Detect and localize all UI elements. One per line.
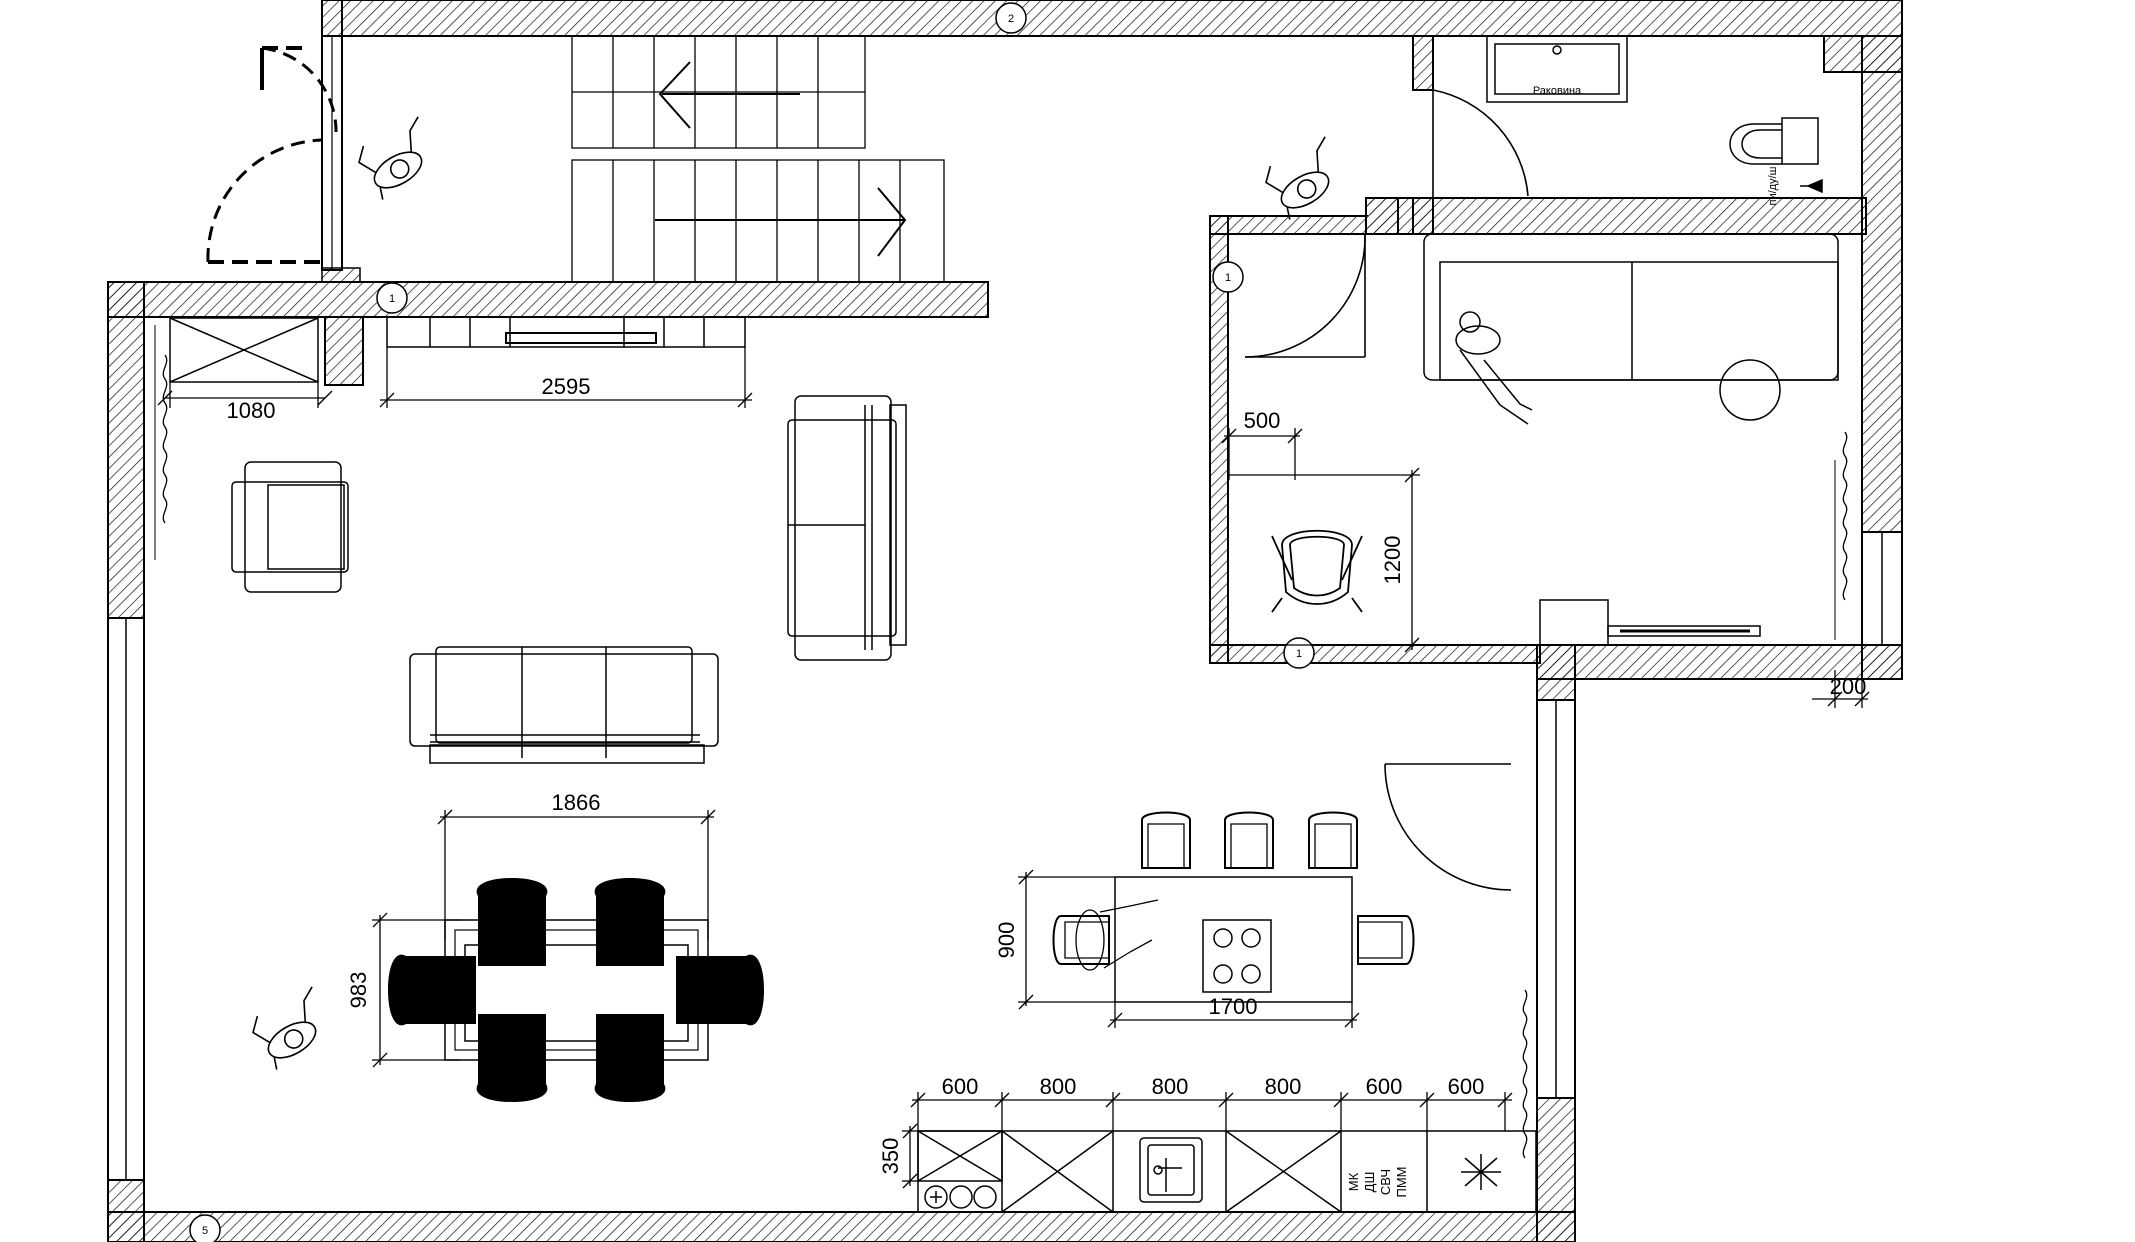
curtain-right-living: [1522, 989, 1528, 1159]
staircase: [571, 35, 945, 283]
dimension-table-depth-label: 983: [346, 972, 371, 1009]
dimension-island-depth-label: 900: [994, 922, 1019, 959]
bidet-shower-icon: [1800, 178, 1823, 194]
person-island-icon: [1075, 899, 1159, 971]
person-icon: [246, 984, 340, 1072]
curtain-left: [154, 325, 168, 560]
dimension-window-left-label: 1080: [227, 398, 276, 423]
dimension-kitchen-2-label: 800: [1040, 1074, 1077, 1099]
toilet: [1729, 117, 1819, 165]
bar-stool: [1141, 811, 1191, 869]
dimension-island-width: [1107, 1002, 1360, 1028]
sofa-horizontal: [409, 646, 719, 764]
dimension-kitchen-6-label: 600: [1448, 1074, 1485, 1099]
bed: [1423, 233, 1839, 421]
bedroom-furniture: [1539, 599, 1761, 646]
axis-mark-a: 1: [389, 293, 395, 305]
dimension-tv-wall-label: 2595: [542, 374, 591, 399]
dimension-kitchen-4-label: 800: [1265, 1074, 1302, 1099]
dimension-bath-depth-label: 1200: [1380, 536, 1405, 585]
person-icon: [352, 114, 446, 202]
dimension-island-width-label: 1700: [1209, 994, 1258, 1019]
bar-stool: [1357, 915, 1415, 965]
entry-door: [206, 35, 361, 283]
shower-tray-label: пи/ду/ш: [1767, 166, 1779, 205]
dimension-kitchen-3-label: 800: [1152, 1074, 1189, 1099]
bar-stool: [1052, 915, 1110, 965]
dimension-table-width: [437, 809, 716, 940]
bar-stool: [1224, 811, 1274, 869]
dimension-window-right-label: 200: [1830, 674, 1867, 699]
dimension-kitchen-chain: [910, 1092, 1513, 1131]
dimension-bath-width-label: 500: [1244, 408, 1281, 433]
axis-mark-e: 1: [1296, 648, 1302, 660]
dimension-kitchen-depth-label: 350: [878, 1138, 903, 1175]
sofa-vertical: [787, 395, 907, 661]
sink-label: Раковина: [1533, 85, 1582, 97]
person-bed-icon: [1455, 311, 1533, 425]
bedroom-door: [1244, 233, 1366, 358]
dimension-bath: [1221, 428, 1420, 653]
appliance-label-pmm: ПММ: [1394, 1166, 1409, 1197]
dimension-table-width-label: 1866: [552, 790, 601, 815]
bathroom-door: [1432, 89, 1529, 198]
dimension-kitchen-depth: [902, 1123, 918, 1189]
appliance-label-svch: СВЧ: [1378, 1169, 1393, 1195]
dining-table: [388, 878, 764, 1102]
dimension-tv-wall: [379, 347, 753, 408]
axis-marks: 2 1 1 1 5: [189, 2, 1315, 1242]
dimension-window-left: [157, 382, 333, 408]
door-living: [1384, 763, 1512, 891]
bar-stool: [1308, 811, 1358, 869]
kitchen-island: [1114, 876, 1353, 1003]
appliance-label-dsh: ДШ: [1362, 1172, 1377, 1193]
axis-mark-b: 2: [1008, 13, 1014, 25]
kitchen-counter: [917, 1130, 1537, 1213]
dimension-kitchen-1-label: 600: [942, 1074, 979, 1099]
dimension-island-depth: [1018, 869, 1115, 1010]
axis-mark-c: 1: [1225, 272, 1231, 284]
dimension-table-depth: [372, 912, 460, 1068]
dimension-window-right: [1812, 670, 1870, 708]
curtain-bedroom: [1834, 431, 1848, 640]
tv-unit: [386, 316, 746, 348]
appliance-label-mk: МК: [1346, 1172, 1361, 1191]
person-icon: [1259, 134, 1353, 222]
armchair: [231, 461, 349, 593]
axis-mark-d: 5: [202, 1225, 208, 1237]
desk-chair: [1271, 529, 1363, 613]
dimension-kitchen-5-label: 600: [1366, 1074, 1403, 1099]
sink: [1486, 35, 1628, 103]
wardrobe-left: [169, 317, 319, 383]
walls: [107, 0, 1903, 1242]
